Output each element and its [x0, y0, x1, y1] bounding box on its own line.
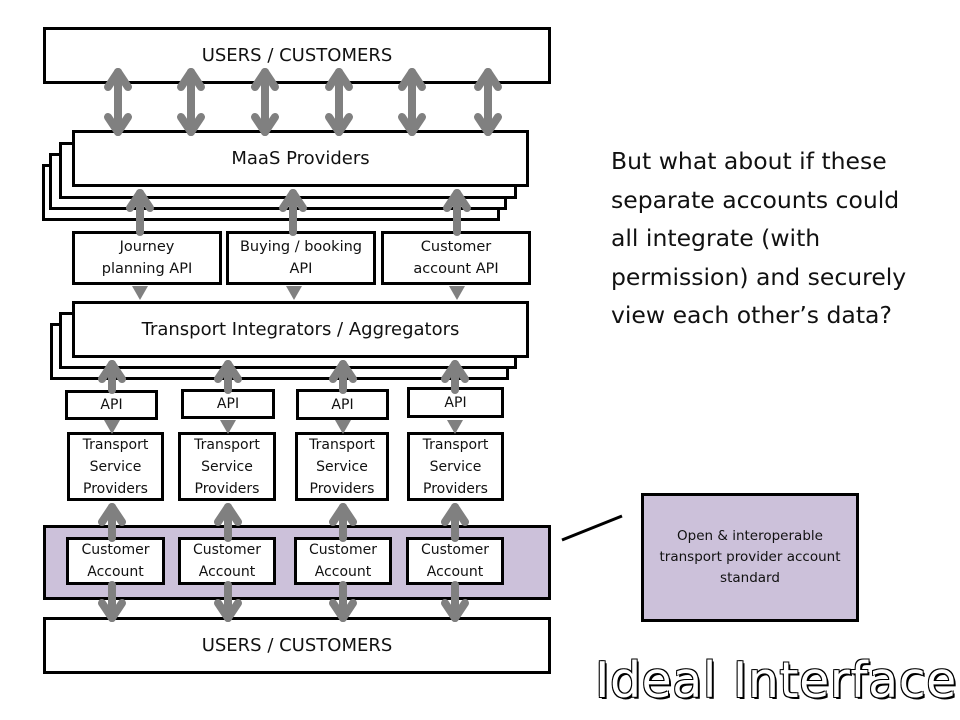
account-label-line: Account: [87, 564, 144, 580]
tsp-label-line: Service: [316, 458, 368, 475]
customer-account-box: Customer Account: [66, 537, 165, 585]
tsp-label-line: Providers: [83, 480, 148, 497]
tsp-label-line: Service: [201, 458, 253, 475]
provider-api-box: API: [65, 390, 158, 420]
api-to-integrator-triangle-icon: [286, 286, 302, 300]
tsp-label-line: Providers: [423, 480, 488, 497]
account-standard-callout: Open & interoperable transport provider …: [641, 493, 859, 622]
account-label-line: Account: [198, 564, 256, 580]
provider-api-box: API: [407, 387, 504, 418]
top-users-label: USERS / CUSTOMERS: [201, 45, 393, 66]
transport-integrators-label: Transport Integrators / Aggregators: [141, 319, 460, 340]
account-label-line: Customer: [192, 542, 261, 558]
transport-service-provider-box: Transport Service Providers: [295, 432, 389, 501]
api-label-line2: API: [289, 261, 313, 277]
callout-connector-line: [561, 514, 623, 542]
api-label-line1: Customer: [420, 239, 492, 255]
customer-account-box: Customer Account: [178, 537, 276, 585]
tsp-label-line: Service: [89, 458, 142, 475]
bottom-users-box: USERS / CUSTOMERS: [43, 617, 551, 674]
account-label-line: Customer: [308, 542, 377, 558]
maas-providers-label: MaaS Providers: [231, 148, 370, 169]
api-to-integrator-triangle-icon: [132, 286, 148, 300]
customer-account-api-box: Customer account API: [381, 231, 531, 285]
maas-providers-box: MaaS Providers: [72, 130, 529, 187]
tsp-label-line: Transport: [194, 436, 260, 453]
transport-service-provider-box: Transport Service Providers: [178, 432, 276, 501]
brand-wordmark: Ideal Interface: [595, 652, 957, 709]
api-label-line1: Journey: [119, 239, 175, 255]
transport-service-provider-box: Transport Service Providers: [67, 432, 164, 501]
customer-account-box: Customer Account: [406, 537, 504, 585]
buying-booking-api-box: Buying / booking API: [226, 231, 376, 285]
tsp-label-line: Transport: [422, 436, 489, 453]
journey-planning-api-box: Journey planning API: [72, 231, 222, 285]
callout-label: Open & interoperable transport provider …: [659, 528, 841, 586]
provider-api-label: API: [331, 396, 354, 413]
tsp-label-line: Providers: [194, 480, 260, 497]
customer-account-box: Customer Account: [294, 537, 392, 585]
api-label-line2: account API: [413, 261, 499, 277]
transport-service-provider-box: Transport Service Providers: [407, 432, 504, 501]
tsp-label-line: Providers: [309, 480, 375, 497]
account-label-line: Account: [426, 564, 484, 580]
tsp-label-line: Service: [429, 458, 482, 475]
top-users-box: USERS / CUSTOMERS: [43, 27, 551, 84]
api-label-line1: Buying / booking: [239, 239, 362, 255]
api-label-line2: planning API: [101, 261, 193, 277]
provider-api-label: API: [100, 397, 123, 413]
question-text: But what about if these separate account…: [611, 147, 907, 330]
transport-integrators-box: Transport Integrators / Aggregators: [72, 301, 529, 358]
account-label-line: Customer: [81, 542, 150, 558]
provider-api-label: API: [444, 394, 467, 411]
provider-api-box: API: [296, 389, 389, 420]
api-to-integrator-triangle-icon: [449, 286, 465, 300]
provider-api-box: API: [181, 389, 275, 419]
account-label-line: Customer: [420, 542, 489, 558]
tsp-label-line: Transport: [82, 436, 149, 453]
bottom-users-label: USERS / CUSTOMERS: [201, 635, 393, 656]
tsp-label-line: Transport: [309, 436, 375, 453]
provider-api-label: API: [216, 396, 240, 412]
account-label-line: Account: [314, 564, 372, 580]
